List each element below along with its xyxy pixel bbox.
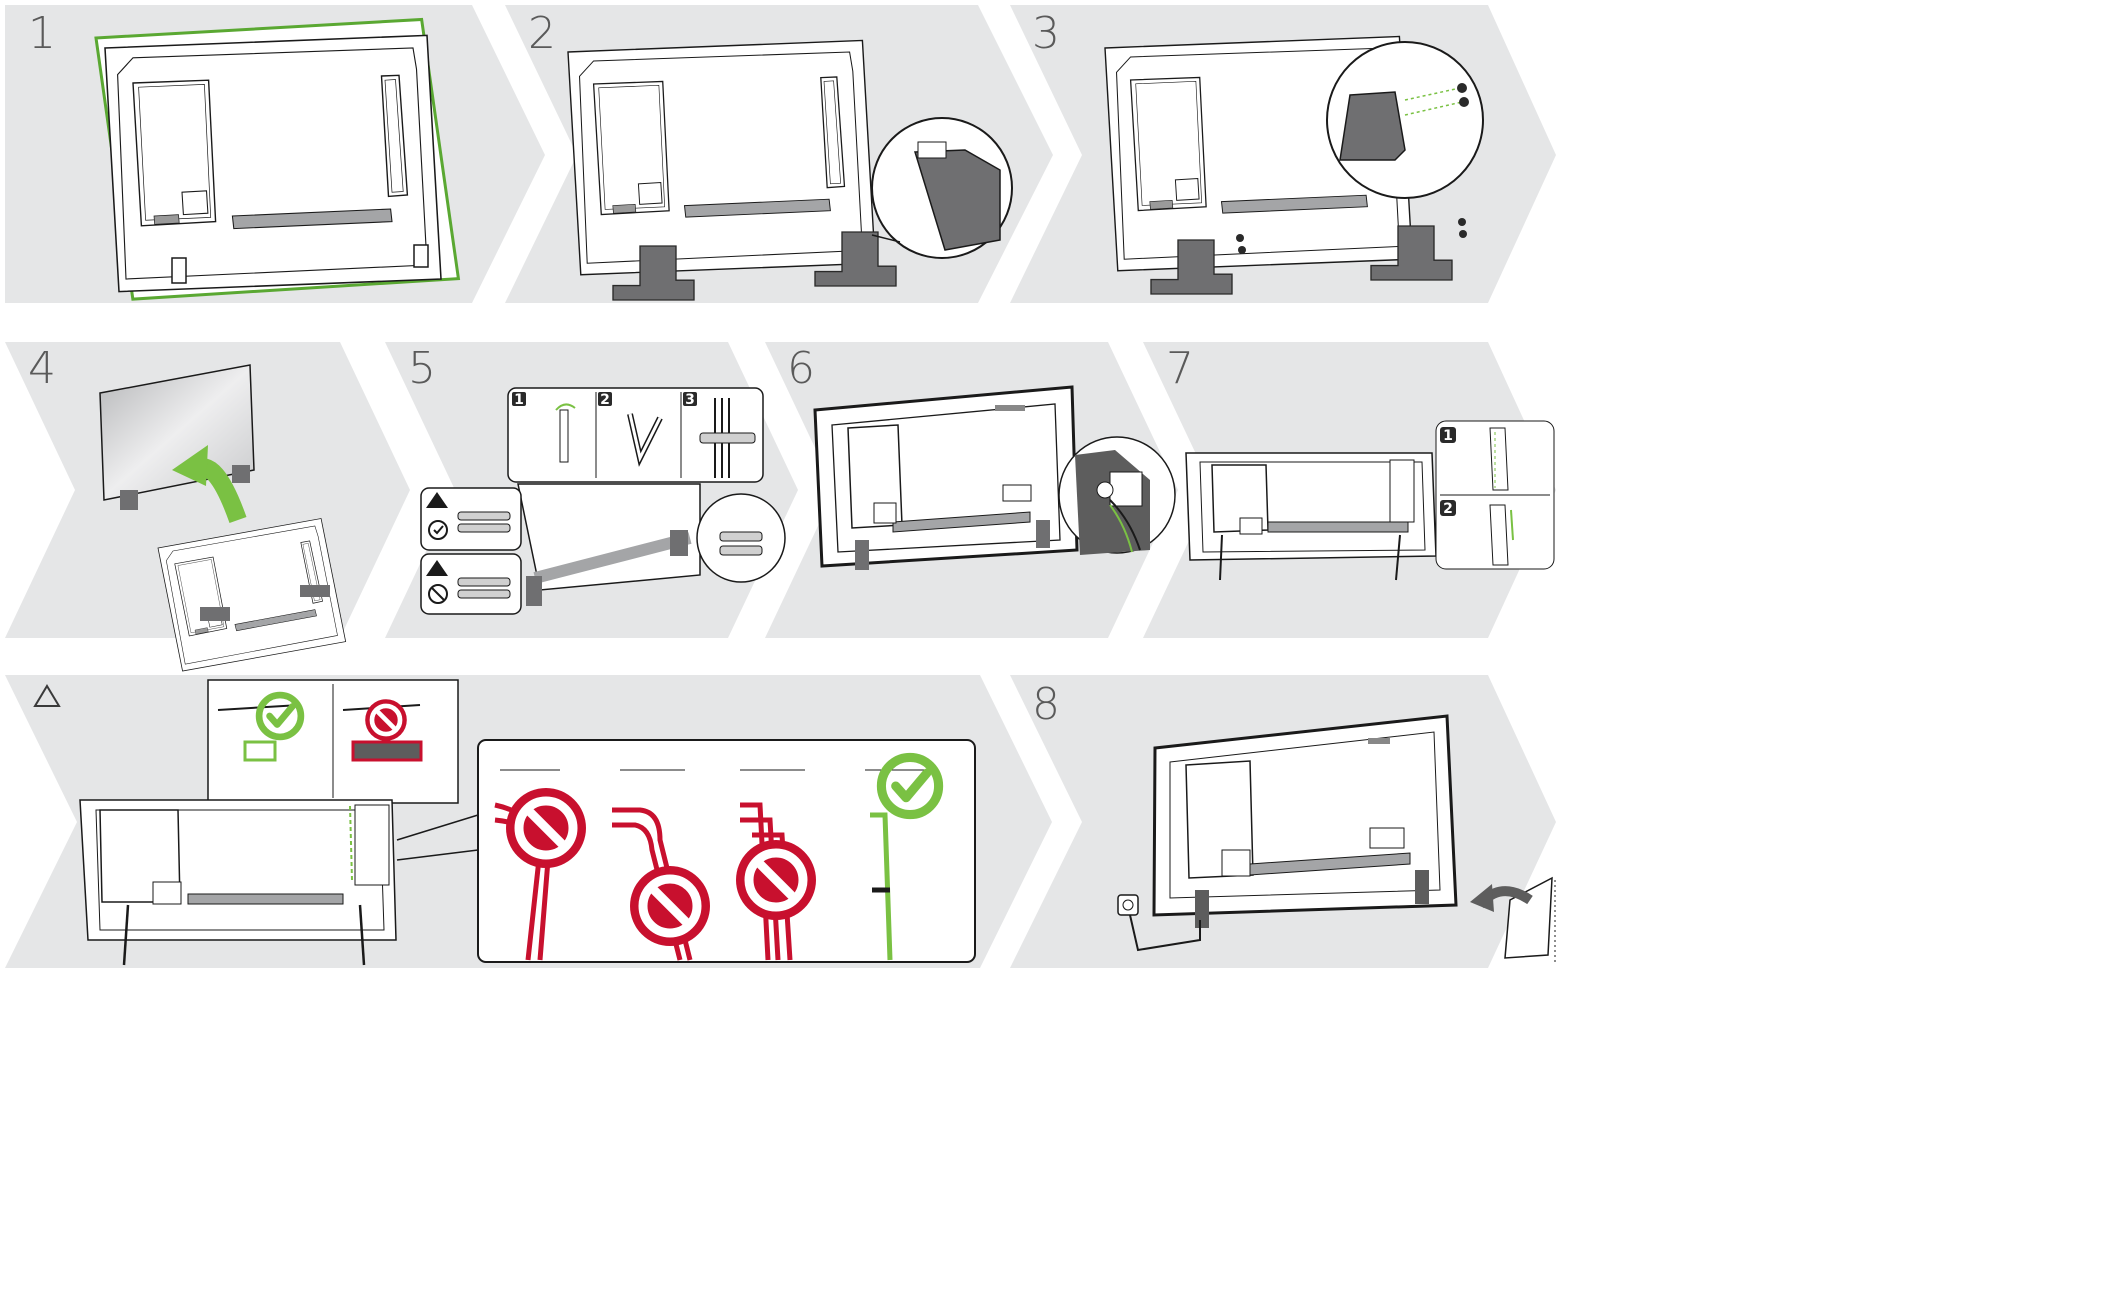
tv-back-step1	[105, 35, 441, 291]
usb-icon	[353, 742, 421, 760]
step-number-6: 6	[787, 347, 815, 391]
power-outlet-icon	[1118, 895, 1138, 915]
tv-back-step2	[568, 40, 875, 274]
step-number-3: 3	[1032, 12, 1060, 56]
substep-5-1-label: 1	[514, 392, 524, 408]
step-number-8: 8	[1032, 683, 1060, 727]
tv-back-step8	[1154, 716, 1456, 915]
step-number-5: 5	[408, 347, 436, 391]
substep-5-3-label: 3	[685, 392, 695, 408]
step-number-7: 7	[1166, 347, 1194, 391]
substep-7-1-label: 1	[1443, 428, 1453, 444]
step-number-1: 1	[28, 12, 56, 56]
step-number-4: 4	[28, 347, 56, 391]
substep-5-2-label: 2	[600, 392, 610, 408]
step-number-2: 2	[528, 12, 556, 56]
substep-7-2-label: 2	[1443, 501, 1453, 517]
usb-icon	[245, 742, 275, 760]
